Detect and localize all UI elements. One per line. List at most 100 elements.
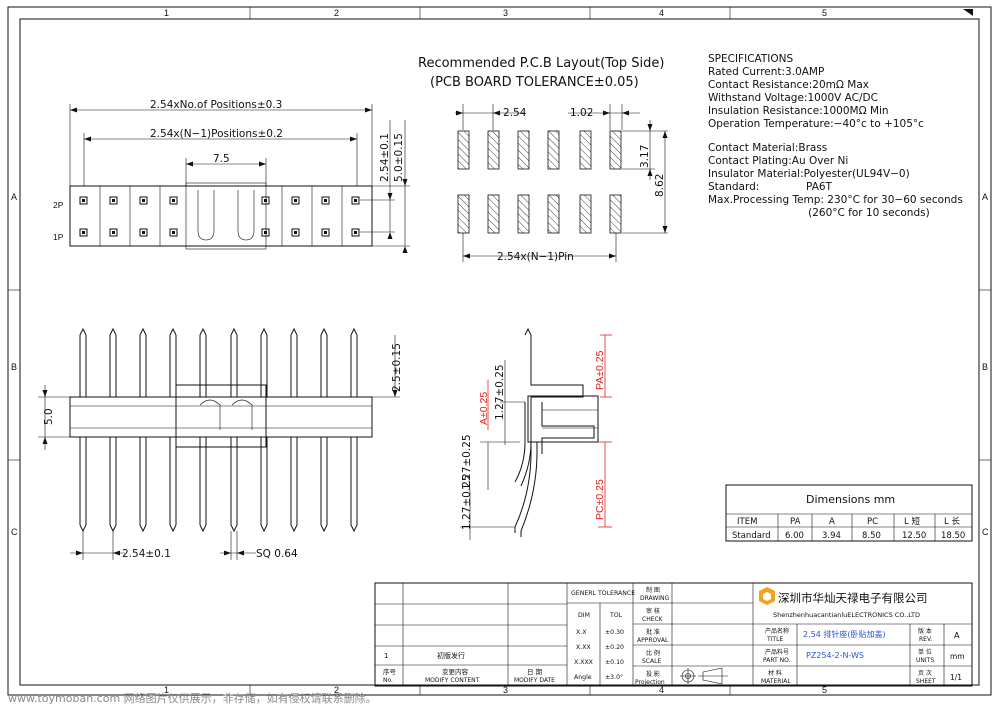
spec-line-0: SPECIFICATIONS (708, 53, 794, 65)
zone-col-4-bottom: 4 (659, 685, 664, 695)
title-label-en: TITLE (766, 636, 783, 643)
part-number-value: PZ254-2-N-WS (806, 651, 864, 660)
zone-row-a-left: A (11, 192, 17, 202)
zone-col-2-bottom: 2 (334, 685, 339, 695)
title-value: 2.54 排针座(卧贴加盖) (803, 629, 886, 639)
dim-7-5: 7.5 (213, 153, 230, 165)
pcb-pads (457, 130, 622, 234)
zone-col-3-bottom: 3 (503, 685, 508, 695)
dim-table-header-l-long: L 长 (944, 516, 960, 527)
spec-line-8: Contact Plating:Au Over Ni (708, 155, 848, 167)
dim-front-pitch: 2.54±0.1 (122, 548, 171, 560)
zone-col-1-top: 1 (164, 8, 169, 18)
zone-row-b-right: B (982, 362, 988, 372)
pcb-title-line1: Recommended P.C.B Layout(Top Side) (418, 56, 664, 71)
spec-line-9: Insulator Material:Polyester(UL94V−0) (708, 168, 910, 180)
company-name-en: ShenzhenhuacantianluELECTRONICS CO.,LTD (773, 611, 920, 619)
dim-row-span: 8.62 (654, 174, 666, 197)
rev-label-en: REV. (919, 636, 932, 643)
units-label-cn: 单 位 (918, 648, 932, 656)
spec-line-7: Contact Material:Brass (708, 142, 827, 154)
tol-col-tol: TOL (609, 612, 623, 619)
role-approval-en: APPROVAL (637, 637, 669, 644)
role-projection-en: Projection (635, 679, 665, 686)
dim-n-minus-1-positions: 2.54x(N−1)Positions±0.2 (150, 128, 283, 140)
zone-col-4-top: 4 (659, 8, 664, 18)
corner-mark-icon (963, 9, 973, 16)
zone-row-a-right: A (982, 192, 988, 202)
zone-row-b-left: B (11, 362, 17, 372)
row-label-1p: 1P (53, 232, 64, 242)
dim-pad-width: 1.02 (570, 107, 593, 119)
dim-table-cell-pc: 8.50 (862, 531, 881, 541)
title-block: 1 初版发行 序号 No. 变更内容 MODIFY CONTENT 日 期 MO… (374, 582, 973, 687)
outer-frame (7, 6, 992, 696)
rev-header-no-en: No. (383, 677, 393, 684)
watermark: www.toymoban.com 网络图片仅供展示，非存储，如有侵权请联系删除。 (8, 692, 377, 705)
dim-2-54-01: 2.54±0.1 (379, 133, 391, 182)
units-label-en: UNITS (916, 657, 934, 664)
rev-header-date-cn: 日 期 (527, 668, 543, 676)
role-scale-cn: 比 例 (646, 649, 660, 657)
projection-symbol-icon (680, 667, 728, 685)
inner-frame (19, 18, 980, 686)
side-view: PA±0.25 PC±0.25 A±0.25 1.27±0.25 1.27±0.… (460, 327, 612, 540)
tol-row-0-dim: X.X (576, 629, 587, 636)
dim-1-27-top: 1.27±0.25 (494, 364, 506, 420)
role-projection-cn: 投 影 (646, 670, 660, 678)
zone-col-1-bottom: 1 (164, 685, 169, 695)
dim-pcb-pitch: 2.54 (503, 107, 527, 119)
sheet-value: 1/1 (950, 673, 962, 682)
spec-line-3: Withstand Voltage:1000V AC/DC (708, 92, 878, 104)
rev-label-cn: 版 本 (918, 627, 932, 635)
dim-table-cell-l-long: 18.50 (941, 531, 965, 541)
part-label-cn: 产品料号 (765, 648, 789, 656)
sheet-label-cn: 页 次 (918, 669, 932, 677)
tol-row-3-dim: Angle (574, 674, 592, 681)
dim-table-header-pc: PC (867, 517, 878, 527)
dim-1-27-left: 1.27±0.25 (461, 434, 473, 490)
sheet-label-en: SHEET (916, 678, 936, 685)
tol-row-0-val: ±0.30 (605, 629, 624, 636)
spec-line-4: Insulation Resistance:1000MΩ Min (708, 105, 889, 117)
dim-pad-length: 3.17 (639, 145, 651, 168)
spec-line-2: Contact Resistance:20mΩ Max (708, 79, 869, 91)
dim-table-header-item: ITEM (737, 517, 757, 527)
role-check-en: CHECK (642, 616, 664, 623)
dim-front-height: 5.0 (43, 408, 55, 425)
zone-col-5-top: 5 (822, 8, 827, 18)
rev-header-no-cn: 序号 (383, 667, 397, 676)
dim-table-header-a: A (829, 517, 835, 527)
rev-header-date-en: MODIFY DATE (514, 677, 555, 684)
company-name-cn: 深圳市华灿天禄电子有限公司 (778, 591, 928, 605)
zone-col-2-top: 2 (334, 8, 339, 18)
dim-table-header-pa: PA (790, 517, 801, 527)
dim-table-header-l-short: L 短 (904, 516, 920, 527)
spec-line-1: Rated Current:3.0AMP (708, 66, 824, 78)
title-label-cn: 产品名称 (765, 627, 789, 635)
spec-line-5: Operation Temperature:−40°c to +105°c (708, 118, 924, 130)
specifications: SPECIFICATIONS Rated Current:3.0AMP Cont… (708, 53, 963, 219)
part-label-en: PART NO. (763, 657, 791, 664)
zone-col-5-bottom: 5 (822, 685, 827, 695)
pcb-title-line2: (PCB BOARD TOLERANCE±0.05) (430, 75, 639, 90)
dim-front-tail: 2.5±0.15 (391, 343, 403, 392)
dim-a: A±0.25 (478, 392, 490, 425)
role-drawing-en: DRAWING (640, 595, 670, 602)
spec-line-11: Max.Processing Temp: 230°C for 30−60 sec… (708, 194, 963, 206)
role-approval-cn: 批 准 (646, 628, 660, 636)
tol-row-2-val: ±0.10 (605, 659, 624, 666)
spec-line-10: Standard: PA6T (708, 181, 833, 193)
material-label-cn: 材 料 (768, 669, 782, 677)
top-pins (79, 196, 360, 237)
dim-5-0-015: 5.0±0.15 (393, 133, 405, 182)
material-label-en: MATERIAL (761, 678, 791, 685)
dim-positions: 2.54xNo.of Positions±0.3 (150, 99, 282, 111)
dim-table-cell-item: Standard (732, 531, 771, 541)
tolerance-header: GENERL TOLERANCE (571, 590, 635, 597)
zone-ticks (8, 7, 991, 695)
tol-row-1-val: ±0.20 (605, 644, 624, 651)
rev-header-content-en: MODIFY CONTENT (425, 677, 480, 684)
dimensions-table: Dimensions mm ITEM PA A PC L 短 L 长 Stand… (725, 484, 973, 542)
